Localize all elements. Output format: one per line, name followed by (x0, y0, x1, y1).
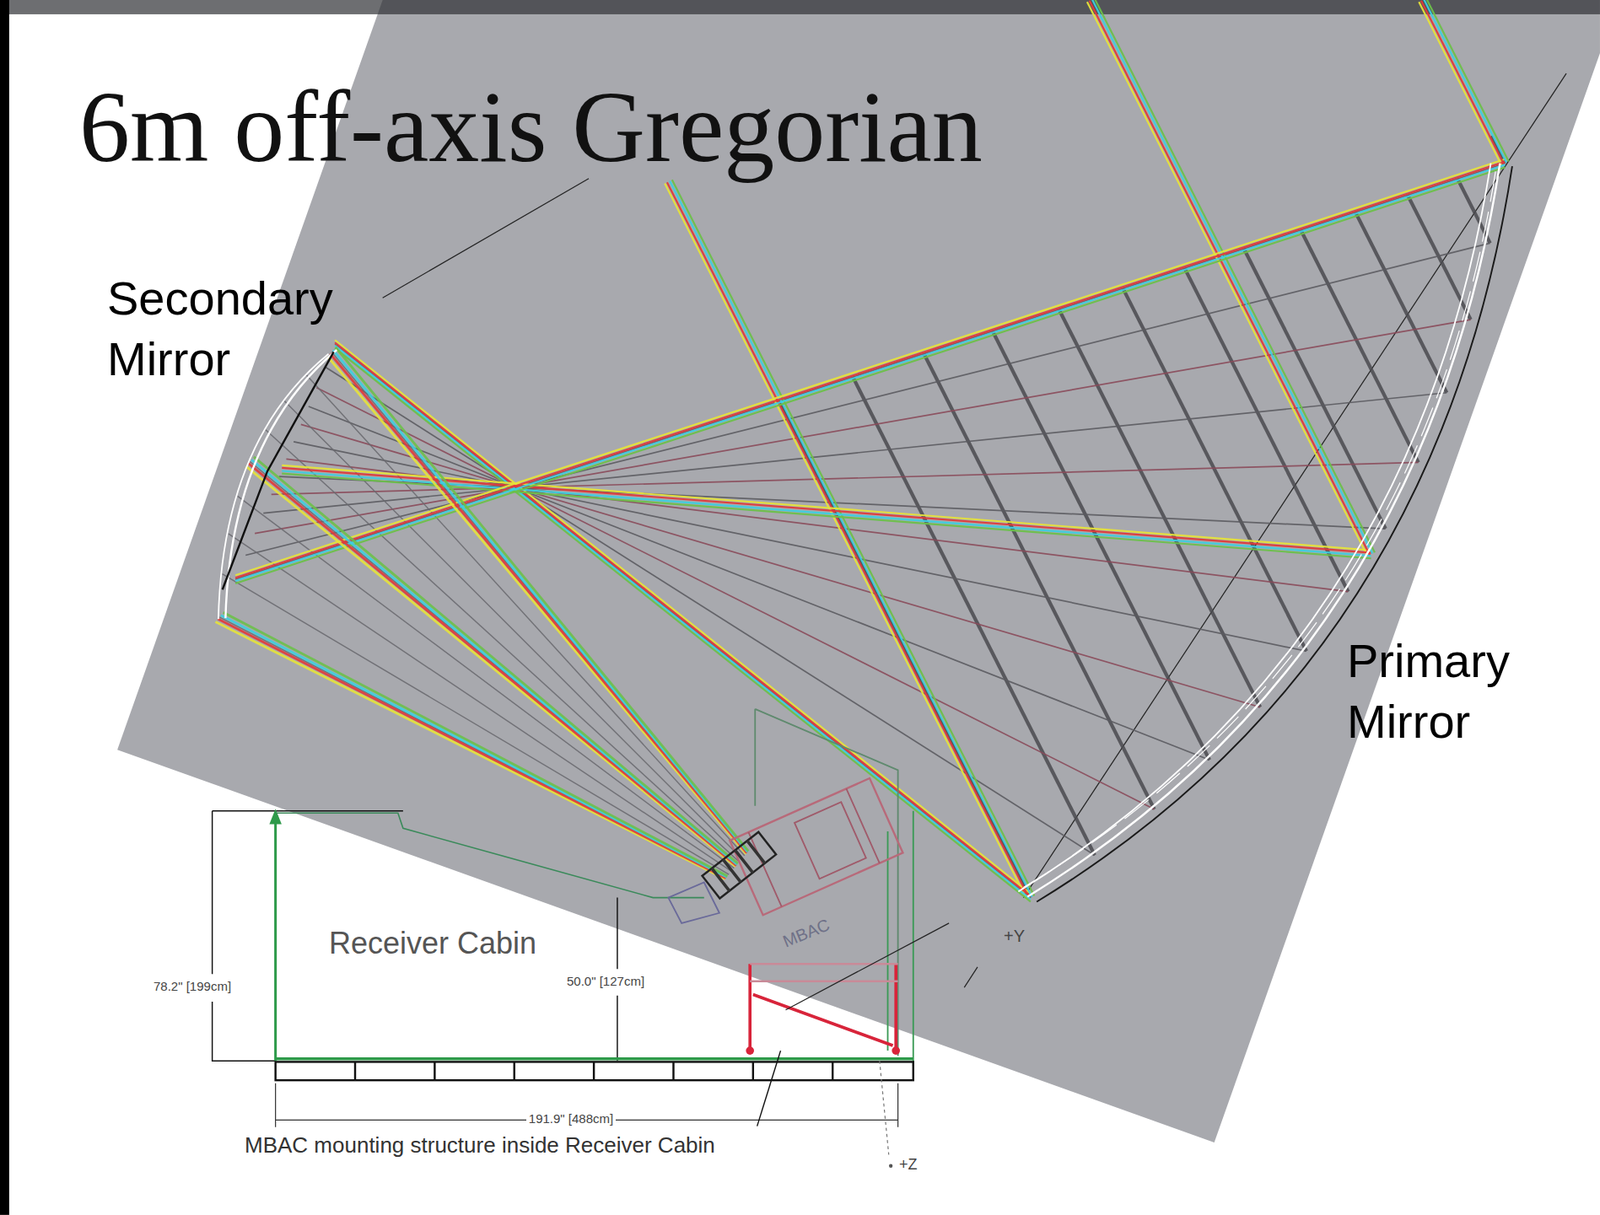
light-ray (235, 167, 1505, 584)
light-ray (1421, 0, 1504, 165)
top-bar (0, 0, 1600, 15)
light-ray (293, 441, 1307, 652)
dimension-arrowhead (269, 808, 282, 825)
cryostat-detail (748, 788, 879, 907)
mirror-outline (1023, 169, 1496, 889)
receiver-window (702, 832, 777, 900)
light-ray (308, 406, 1210, 760)
cabin-outline (275, 813, 705, 898)
light-ray (263, 393, 1447, 514)
light-ray (335, 347, 749, 852)
floor-truss (275, 1061, 914, 1081)
lens-stack (702, 832, 777, 900)
dimension-label: 191.9" [488cm] (526, 1111, 616, 1128)
part-label: Receiver Cabin (328, 924, 537, 963)
light-ray (664, 183, 1027, 900)
slide-title: 6m off-axis Gregorian (79, 76, 983, 178)
light-ray (228, 533, 733, 872)
mirror-outline (1036, 166, 1513, 902)
mount-rail (749, 964, 898, 982)
light-ray (669, 181, 1032, 898)
light-ray (281, 465, 1371, 551)
light-ray (223, 612, 728, 877)
light-ray (245, 242, 1490, 555)
dimension-label: 78.2" [199cm] (150, 979, 234, 996)
cryostat-body (729, 778, 903, 916)
callout-note: MBAC mounting structure inside Receiver … (244, 1131, 716, 1160)
axis-leader (879, 1061, 889, 1155)
axis-dot (888, 1164, 893, 1169)
light-ray (217, 619, 726, 879)
light-ray (235, 159, 1505, 577)
lens-stack (711, 840, 765, 891)
light-ray (316, 387, 1154, 810)
light-ray (220, 615, 728, 878)
part-label: MBAC (780, 915, 834, 954)
mirror-outline (225, 350, 337, 619)
mirror-outline (1018, 163, 1491, 893)
axis-label: +Y (1003, 926, 1025, 948)
light-ray (253, 457, 739, 864)
mirror-outline (218, 354, 329, 620)
light-ray (779, 401, 1031, 899)
part-label: Secondary Mirror (107, 268, 386, 389)
sky-line (382, 178, 589, 299)
cabin-outline (212, 810, 404, 812)
light-ray (1423, 0, 1507, 163)
part-label: Primary Mirror (1346, 630, 1550, 752)
mirror-outline (222, 351, 335, 590)
receiver-cabin (212, 709, 949, 1169)
light-ray (235, 161, 1505, 579)
light-ray (1059, 309, 1261, 708)
left-border (0, 0, 10, 1215)
light-ray (1426, 0, 1509, 162)
primary-mirror (1018, 163, 1513, 903)
light-ray (1094, 0, 1375, 553)
light-ray (1092, 0, 1373, 555)
light-ray (215, 622, 725, 880)
light-ray (251, 459, 738, 865)
mirror-outline (1027, 163, 1500, 898)
axis-label: +Z (899, 1155, 918, 1175)
dimension-line (275, 1083, 899, 1128)
dimension-line (212, 811, 276, 1062)
axis-line (964, 967, 978, 988)
light-ray (1355, 212, 1447, 394)
light-ray (1244, 248, 1386, 529)
dimension-arrow (274, 822, 277, 1062)
light-ray (301, 424, 1261, 707)
dimension-label: 50.0" [127cm] (564, 974, 647, 991)
floor-truss (355, 1061, 833, 1081)
leader-line (757, 1050, 782, 1127)
light-ray (235, 163, 1505, 581)
light-ray (333, 350, 748, 852)
light-ray (235, 164, 1505, 582)
light-ray (222, 574, 730, 875)
mount-frame (749, 964, 896, 1051)
light-ray (1457, 178, 1491, 243)
mount-foot (891, 1046, 900, 1056)
light-ray (1087, 1, 1368, 556)
mount-foot (745, 1046, 755, 1056)
light-ray (1418, 1, 1502, 166)
light-ray (281, 471, 1371, 557)
cabin-floor (275, 1057, 914, 1062)
light-ray (1089, 0, 1370, 555)
secondary-mirror (218, 350, 337, 620)
light-ray (284, 401, 742, 860)
light-ray (672, 179, 1035, 896)
mbac-cryostat (729, 778, 903, 916)
